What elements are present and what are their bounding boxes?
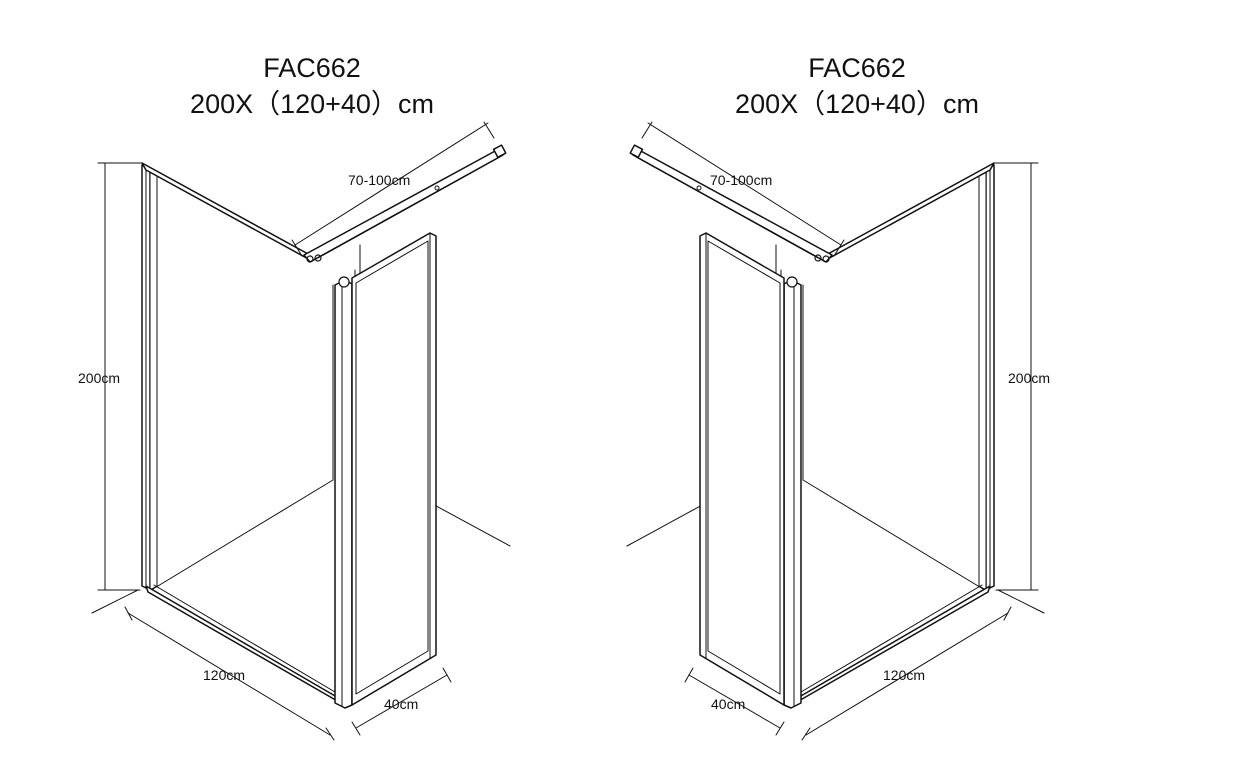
left-side-label: 40cm — [384, 696, 418, 712]
right-width-label: 120cm — [883, 667, 925, 683]
right-view: 70-100cm 200cm 120cm — [626, 121, 1050, 741]
left-main-panel — [141, 162, 347, 707]
left-width-label: 120cm — [203, 667, 245, 683]
left-side-dimension — [351, 667, 452, 736]
left-corner-post — [334, 276, 353, 709]
right-wall-arm — [629, 144, 833, 263]
left-arm-dimension — [291, 121, 495, 257]
left-view-title: FAC662 200X（120+40）cm — [180, 50, 444, 122]
right-height-dimension — [993, 162, 1039, 591]
right-height-label: 200cm — [1008, 370, 1050, 386]
right-arm-dimension — [641, 121, 845, 257]
left-model-name: FAC662 — [263, 53, 361, 83]
left-height-dimension — [97, 162, 143, 591]
left-size-spec: 200X（120+40）cm — [190, 89, 434, 119]
left-height-label: 200cm — [78, 370, 120, 386]
left-view: 70-100cm 200cm — [78, 121, 511, 741]
right-size-spec: 200X（120+40）cm — [735, 89, 979, 119]
right-view-title: FAC662 200X（120+40）cm — [725, 50, 989, 122]
left-side-panel — [351, 232, 437, 706]
left-arm-label: 70-100cm — [348, 172, 410, 188]
right-corner-post — [783, 276, 802, 709]
right-side-dimension — [684, 667, 785, 736]
right-main-panel — [789, 162, 995, 707]
left-wall-arm — [303, 144, 507, 263]
right-model-name: FAC662 — [808, 53, 906, 83]
right-side-label: 40cm — [711, 696, 745, 712]
left-width-dimension — [124, 606, 335, 741]
right-side-panel — [699, 232, 785, 706]
right-width-dimension — [801, 606, 1012, 741]
right-arm-label: 70-100cm — [710, 172, 772, 188]
